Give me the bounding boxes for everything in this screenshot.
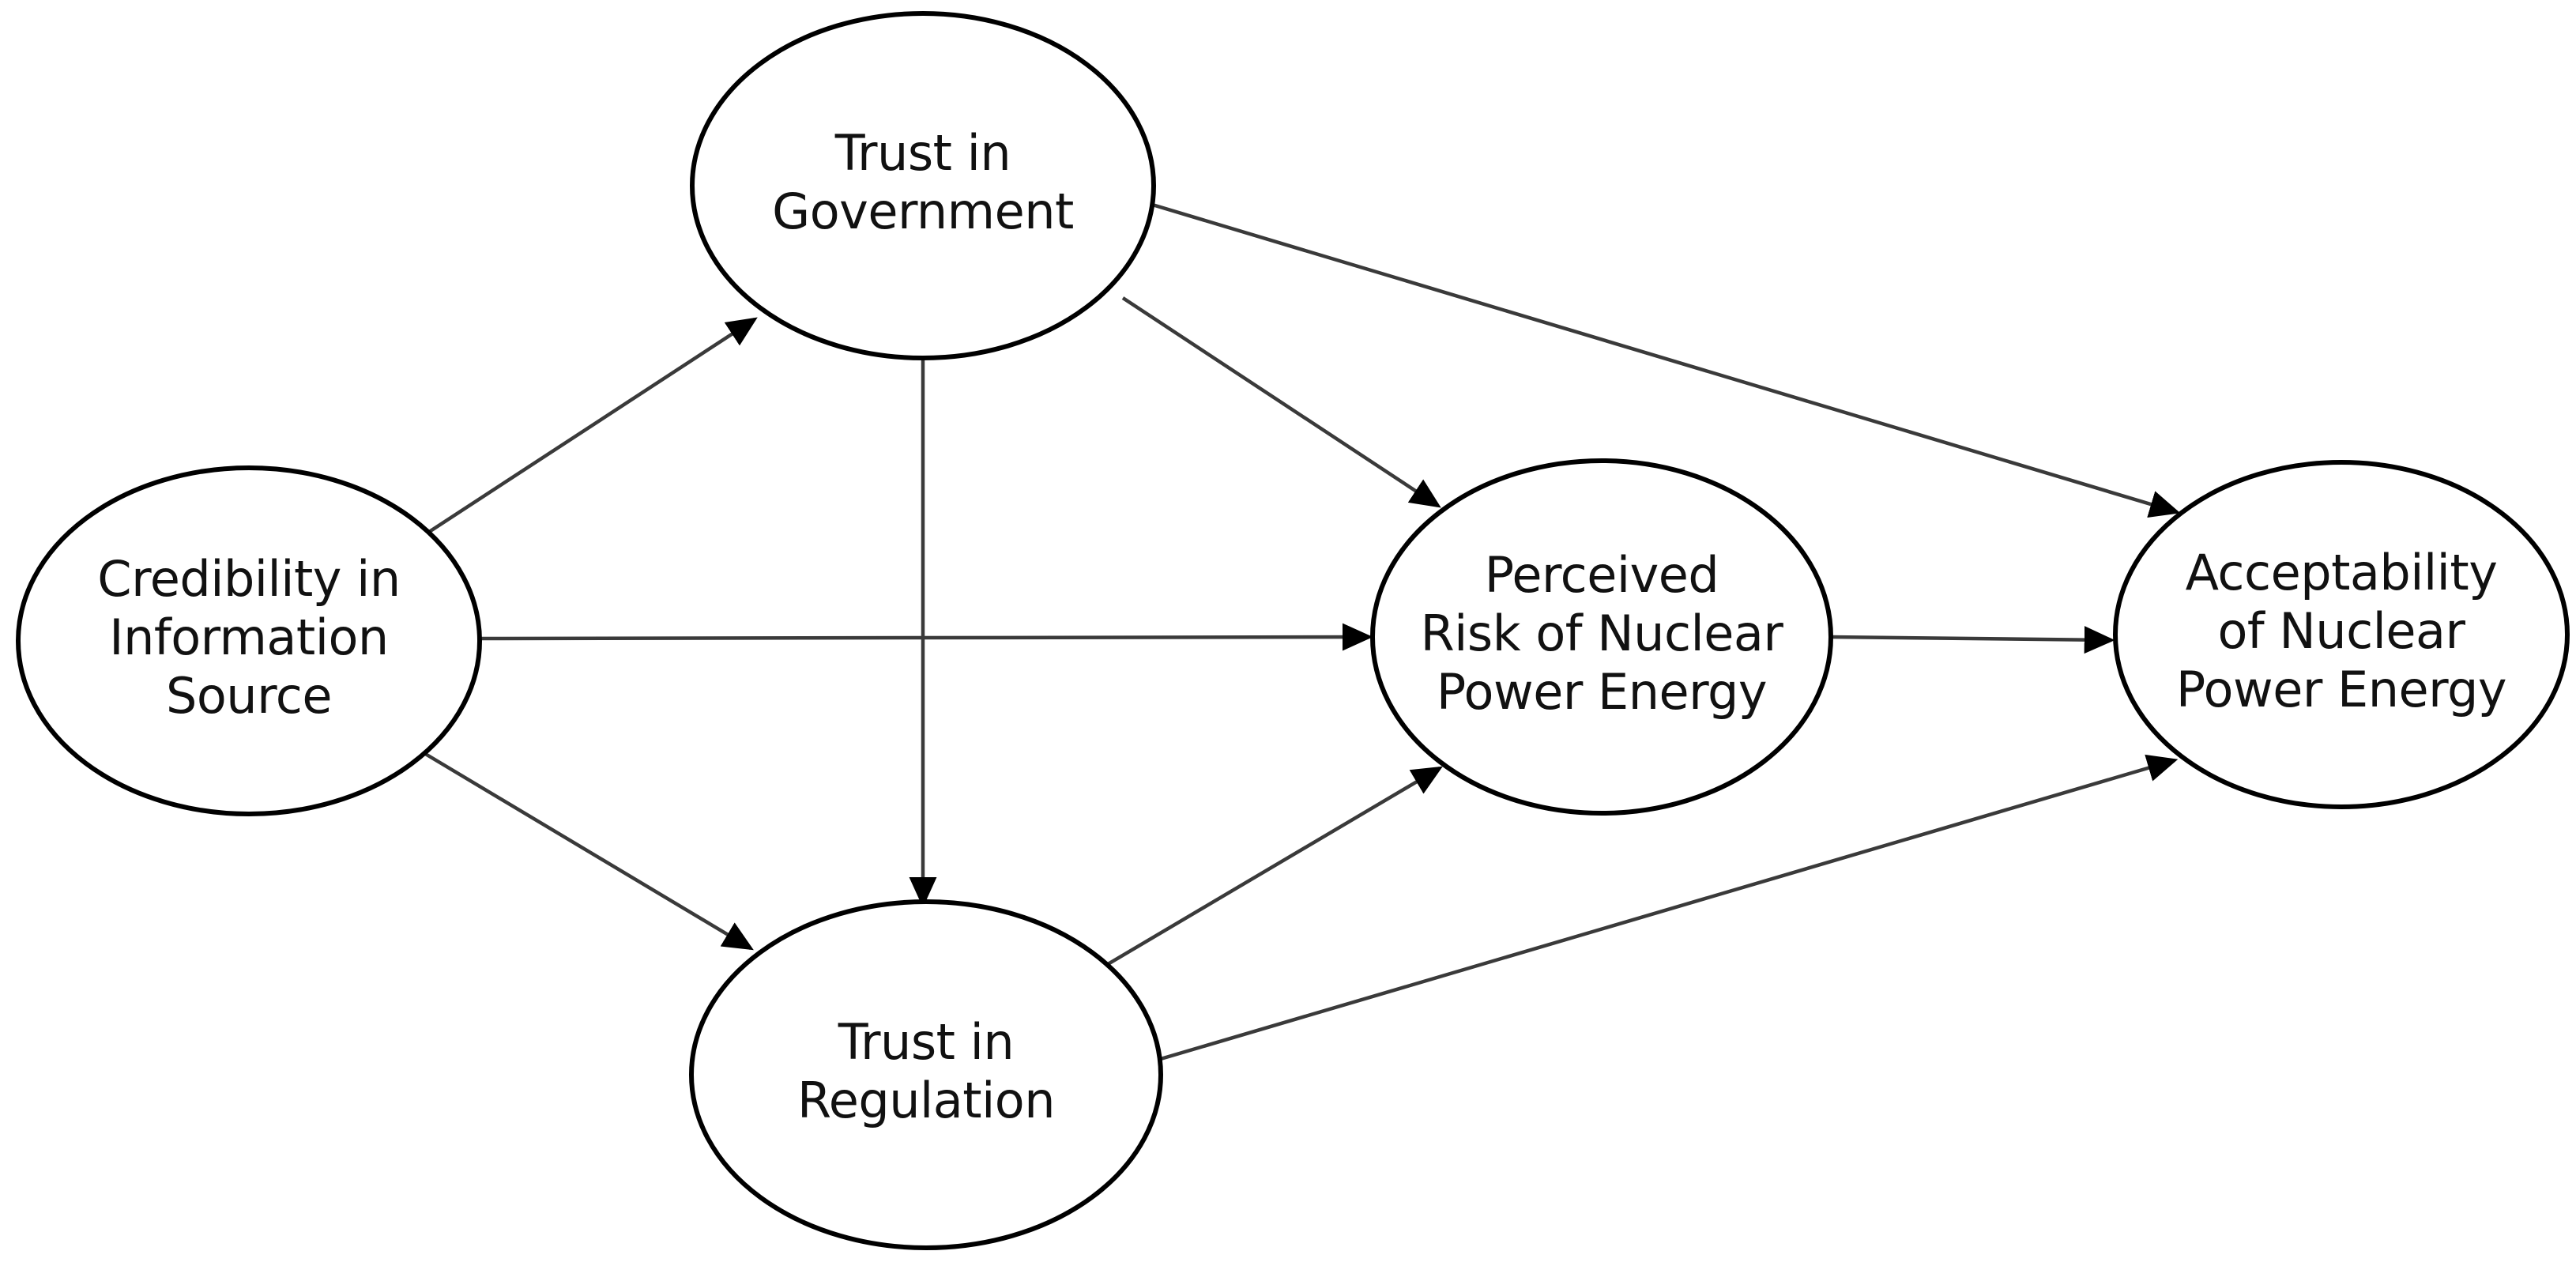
- node-shape-perceived_risk: [1370, 458, 1833, 816]
- edges-layer: [421, 202, 2181, 1063]
- node-shape-trust_government: [690, 11, 1156, 360]
- node-label-line: of Nuclear: [2217, 602, 2465, 660]
- node-label-line: Trust in: [838, 1013, 1014, 1071]
- node-shape-trust_regulation: [689, 899, 1163, 1250]
- node-shape-acceptability: [2113, 460, 2570, 809]
- node-label-line: Power Energy: [1437, 663, 1767, 721]
- node-label-line: Credibility in: [97, 550, 400, 608]
- node-label-line: Regulation: [797, 1072, 1055, 1129]
- node-label-line: Information: [109, 609, 388, 666]
- node-label-line: Acceptability: [2186, 544, 2498, 601]
- node-label-line: Government: [772, 183, 1074, 240]
- node-label-line: Power Energy: [2176, 661, 2506, 718]
- node-label-line: Perceived: [1485, 546, 1719, 604]
- edge-trust_government-to-perceived_risk: [1121, 296, 1441, 508]
- node-label-line: Source: [166, 667, 332, 725]
- edge-perceived_risk-to-acceptability: [1830, 626, 2115, 654]
- edge-credibility-to-trust_regulation: [421, 751, 754, 951]
- edge-trust_regulation-to-acceptability: [1154, 754, 2179, 1063]
- node-label-line: Risk of Nuclear: [1421, 605, 1784, 662]
- edge-trust_regulation-to-perceived_risk: [1106, 766, 1443, 966]
- edge-trust_government-to-acceptability: [1149, 202, 2181, 518]
- node-shape-credibility: [16, 465, 482, 816]
- node-label-line: Trust in: [834, 124, 1011, 182]
- edge-credibility-to-trust_government: [425, 317, 758, 535]
